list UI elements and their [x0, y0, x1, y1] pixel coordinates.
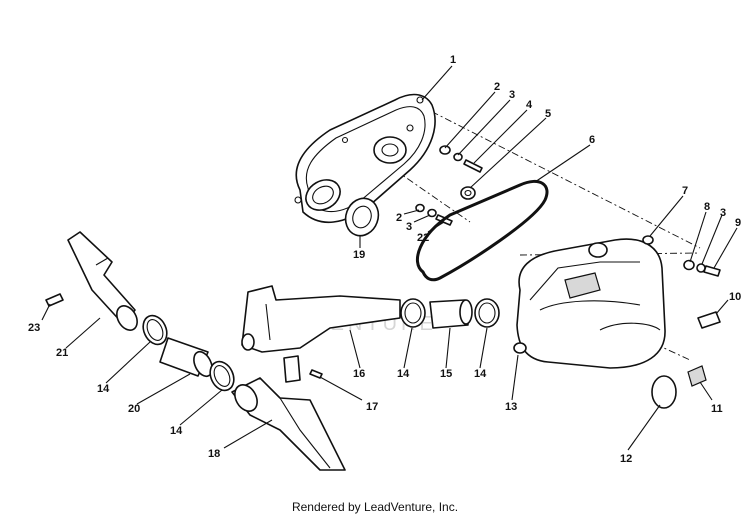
- callout-19: 19: [353, 249, 365, 261]
- hose-clamp-center-left: [400, 298, 426, 328]
- callout-14-left-lower: 14: [170, 425, 183, 437]
- seal-ring: [344, 197, 380, 237]
- callout-labels: 1 2 3 4 5 6 7 8 3 9 10 19 2 3 22 23 21 1…: [28, 54, 741, 465]
- callout-15: 15: [440, 368, 452, 380]
- callout-2-upper: 2: [494, 81, 500, 93]
- callout-14-center-left: 14: [397, 368, 410, 380]
- hose-clamp-center-right: [474, 298, 500, 328]
- fastener-stack-upper: [439, 145, 483, 200]
- callout-20: 20: [128, 403, 140, 415]
- drive-belt: [415, 179, 549, 282]
- callout-5: 5: [545, 108, 551, 120]
- callout-23: 23: [28, 322, 40, 334]
- callout-17: 17: [366, 401, 378, 413]
- fastener-stack-right: [683, 259, 721, 277]
- bolt-left: [45, 293, 64, 307]
- callout-7: 7: [682, 185, 688, 197]
- hose-clamp-lower-left: [209, 360, 235, 392]
- callout-22: 22: [417, 232, 429, 244]
- ring-gasket: [651, 375, 677, 409]
- intake-duct: [67, 231, 138, 331]
- decal: [697, 311, 721, 329]
- callout-3-lower: 3: [406, 221, 412, 233]
- callout-18: 18: [208, 448, 220, 460]
- callout-6: 6: [589, 134, 595, 146]
- callout-12: 12: [620, 453, 632, 465]
- callout-4: 4: [526, 99, 533, 111]
- outer-clutch-cover: [513, 235, 666, 369]
- leader-lines: [41, 65, 738, 451]
- callout-13: 13: [505, 401, 517, 413]
- callout-3-upper: 3: [509, 89, 515, 101]
- screw-center: [309, 369, 323, 379]
- center-duct: [241, 285, 401, 383]
- fastener-stack-lower: [415, 203, 453, 226]
- callout-10: 10: [729, 291, 741, 303]
- lower-duct: [231, 377, 346, 471]
- connector-tube-left: [159, 337, 213, 378]
- inner-cover-plate: [294, 93, 436, 224]
- label-tag: [687, 365, 707, 387]
- connector-tube-center: [429, 299, 473, 329]
- callout-8: 8: [704, 201, 710, 213]
- callout-1: 1: [450, 54, 456, 66]
- callout-21: 21: [56, 347, 68, 359]
- render-credit: Rendered by LeadVenture, Inc.: [291, 500, 459, 514]
- callout-9: 9: [735, 217, 741, 229]
- callout-14-center-right: 14: [474, 368, 487, 380]
- callout-2-lower: 2: [396, 212, 402, 224]
- callout-11: 11: [711, 403, 723, 415]
- callout-3-right: 3: [720, 207, 726, 219]
- callout-16: 16: [353, 368, 365, 380]
- hose-clamp-upper-left: [142, 314, 168, 346]
- callout-14-left-upper: 14: [97, 383, 110, 395]
